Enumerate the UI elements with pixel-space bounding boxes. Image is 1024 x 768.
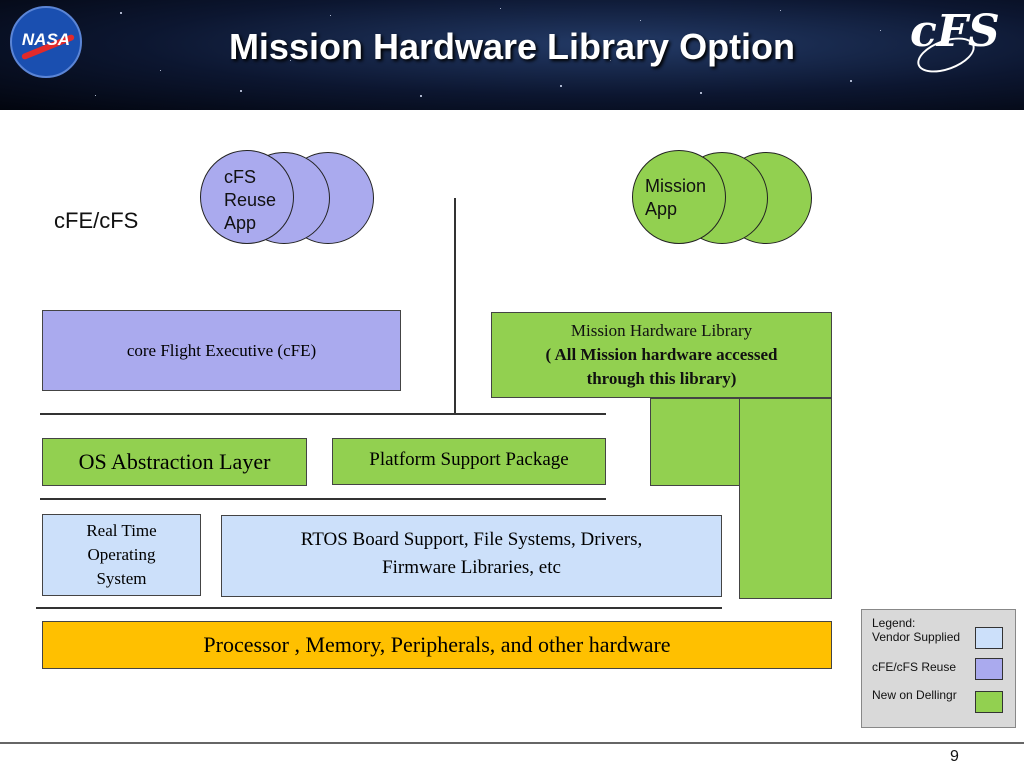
nasa-logo-icon	[10, 6, 82, 78]
legend-vendor-label: Vendor Supplied	[872, 630, 961, 644]
hardware-box: Processor , Memory, Peripherals, and oth…	[42, 621, 832, 669]
footer-rule	[0, 742, 1024, 744]
page-title: Mission Hardware Library Option	[228, 26, 796, 67]
page-number: 9	[950, 748, 959, 765]
mhl-extension-left	[650, 398, 740, 486]
mission-hardware-library-box: Mission Hardware Library ( All Mission h…	[491, 312, 832, 398]
legend-title: Legend:	[872, 616, 916, 630]
reuse-app-circle-front	[200, 150, 294, 244]
mission-app-label: Mission App	[645, 176, 707, 219]
osal-box: OS Abstraction Layer	[42, 438, 307, 486]
separator-line	[36, 607, 722, 609]
mission-app-circle-front	[632, 150, 726, 244]
legend-reuse-swatch	[975, 658, 1003, 680]
cfe-cfs-label: cFE/cFS	[54, 208, 139, 233]
legend-vendor-swatch	[975, 627, 1003, 649]
legend-new-swatch	[975, 691, 1003, 713]
separator-line	[40, 498, 606, 500]
legend-new-label: New on Dellingr	[872, 688, 957, 702]
nasa-logo-text: NASA	[21, 30, 71, 49]
legend-reuse-label: cFE/cFS Reuse	[872, 660, 957, 674]
separator-line	[40, 413, 606, 415]
header-banner	[0, 0, 1024, 110]
rtos-box: Real Time Operating System	[42, 514, 201, 596]
psp-box: Platform Support Package	[332, 438, 606, 485]
reuse-app-label: cFS Reuse App	[224, 167, 277, 233]
cfs-logo-text: cFS	[910, 6, 1000, 57]
mhl-extension-right	[739, 398, 832, 599]
vertical-divider	[454, 198, 456, 414]
bsp-box: RTOS Board Support, File Systems, Driver…	[221, 515, 722, 597]
cfe-box: core Flight Executive (cFE)	[42, 310, 401, 391]
legend-panel: Legend: Vendor Supplied cFE/cFS Reuse Ne…	[861, 609, 1016, 728]
